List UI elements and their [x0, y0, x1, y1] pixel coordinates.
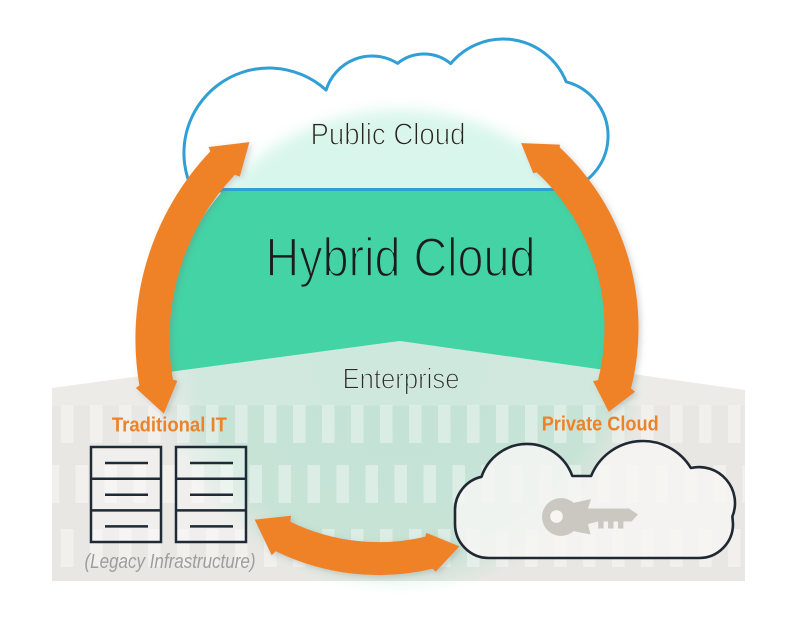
svg-text:Private Cloud: Private Cloud [542, 413, 659, 435]
svg-text:Traditional IT: Traditional IT [112, 415, 227, 437]
svg-text:(Legacy Infrastructure): (Legacy Infrastructure) [85, 551, 256, 573]
svg-text:Hybrid Cloud: Hybrid Cloud [266, 226, 536, 288]
svg-text:Enterprise: Enterprise [343, 364, 460, 396]
svg-text:Public Cloud: Public Cloud [311, 118, 466, 152]
